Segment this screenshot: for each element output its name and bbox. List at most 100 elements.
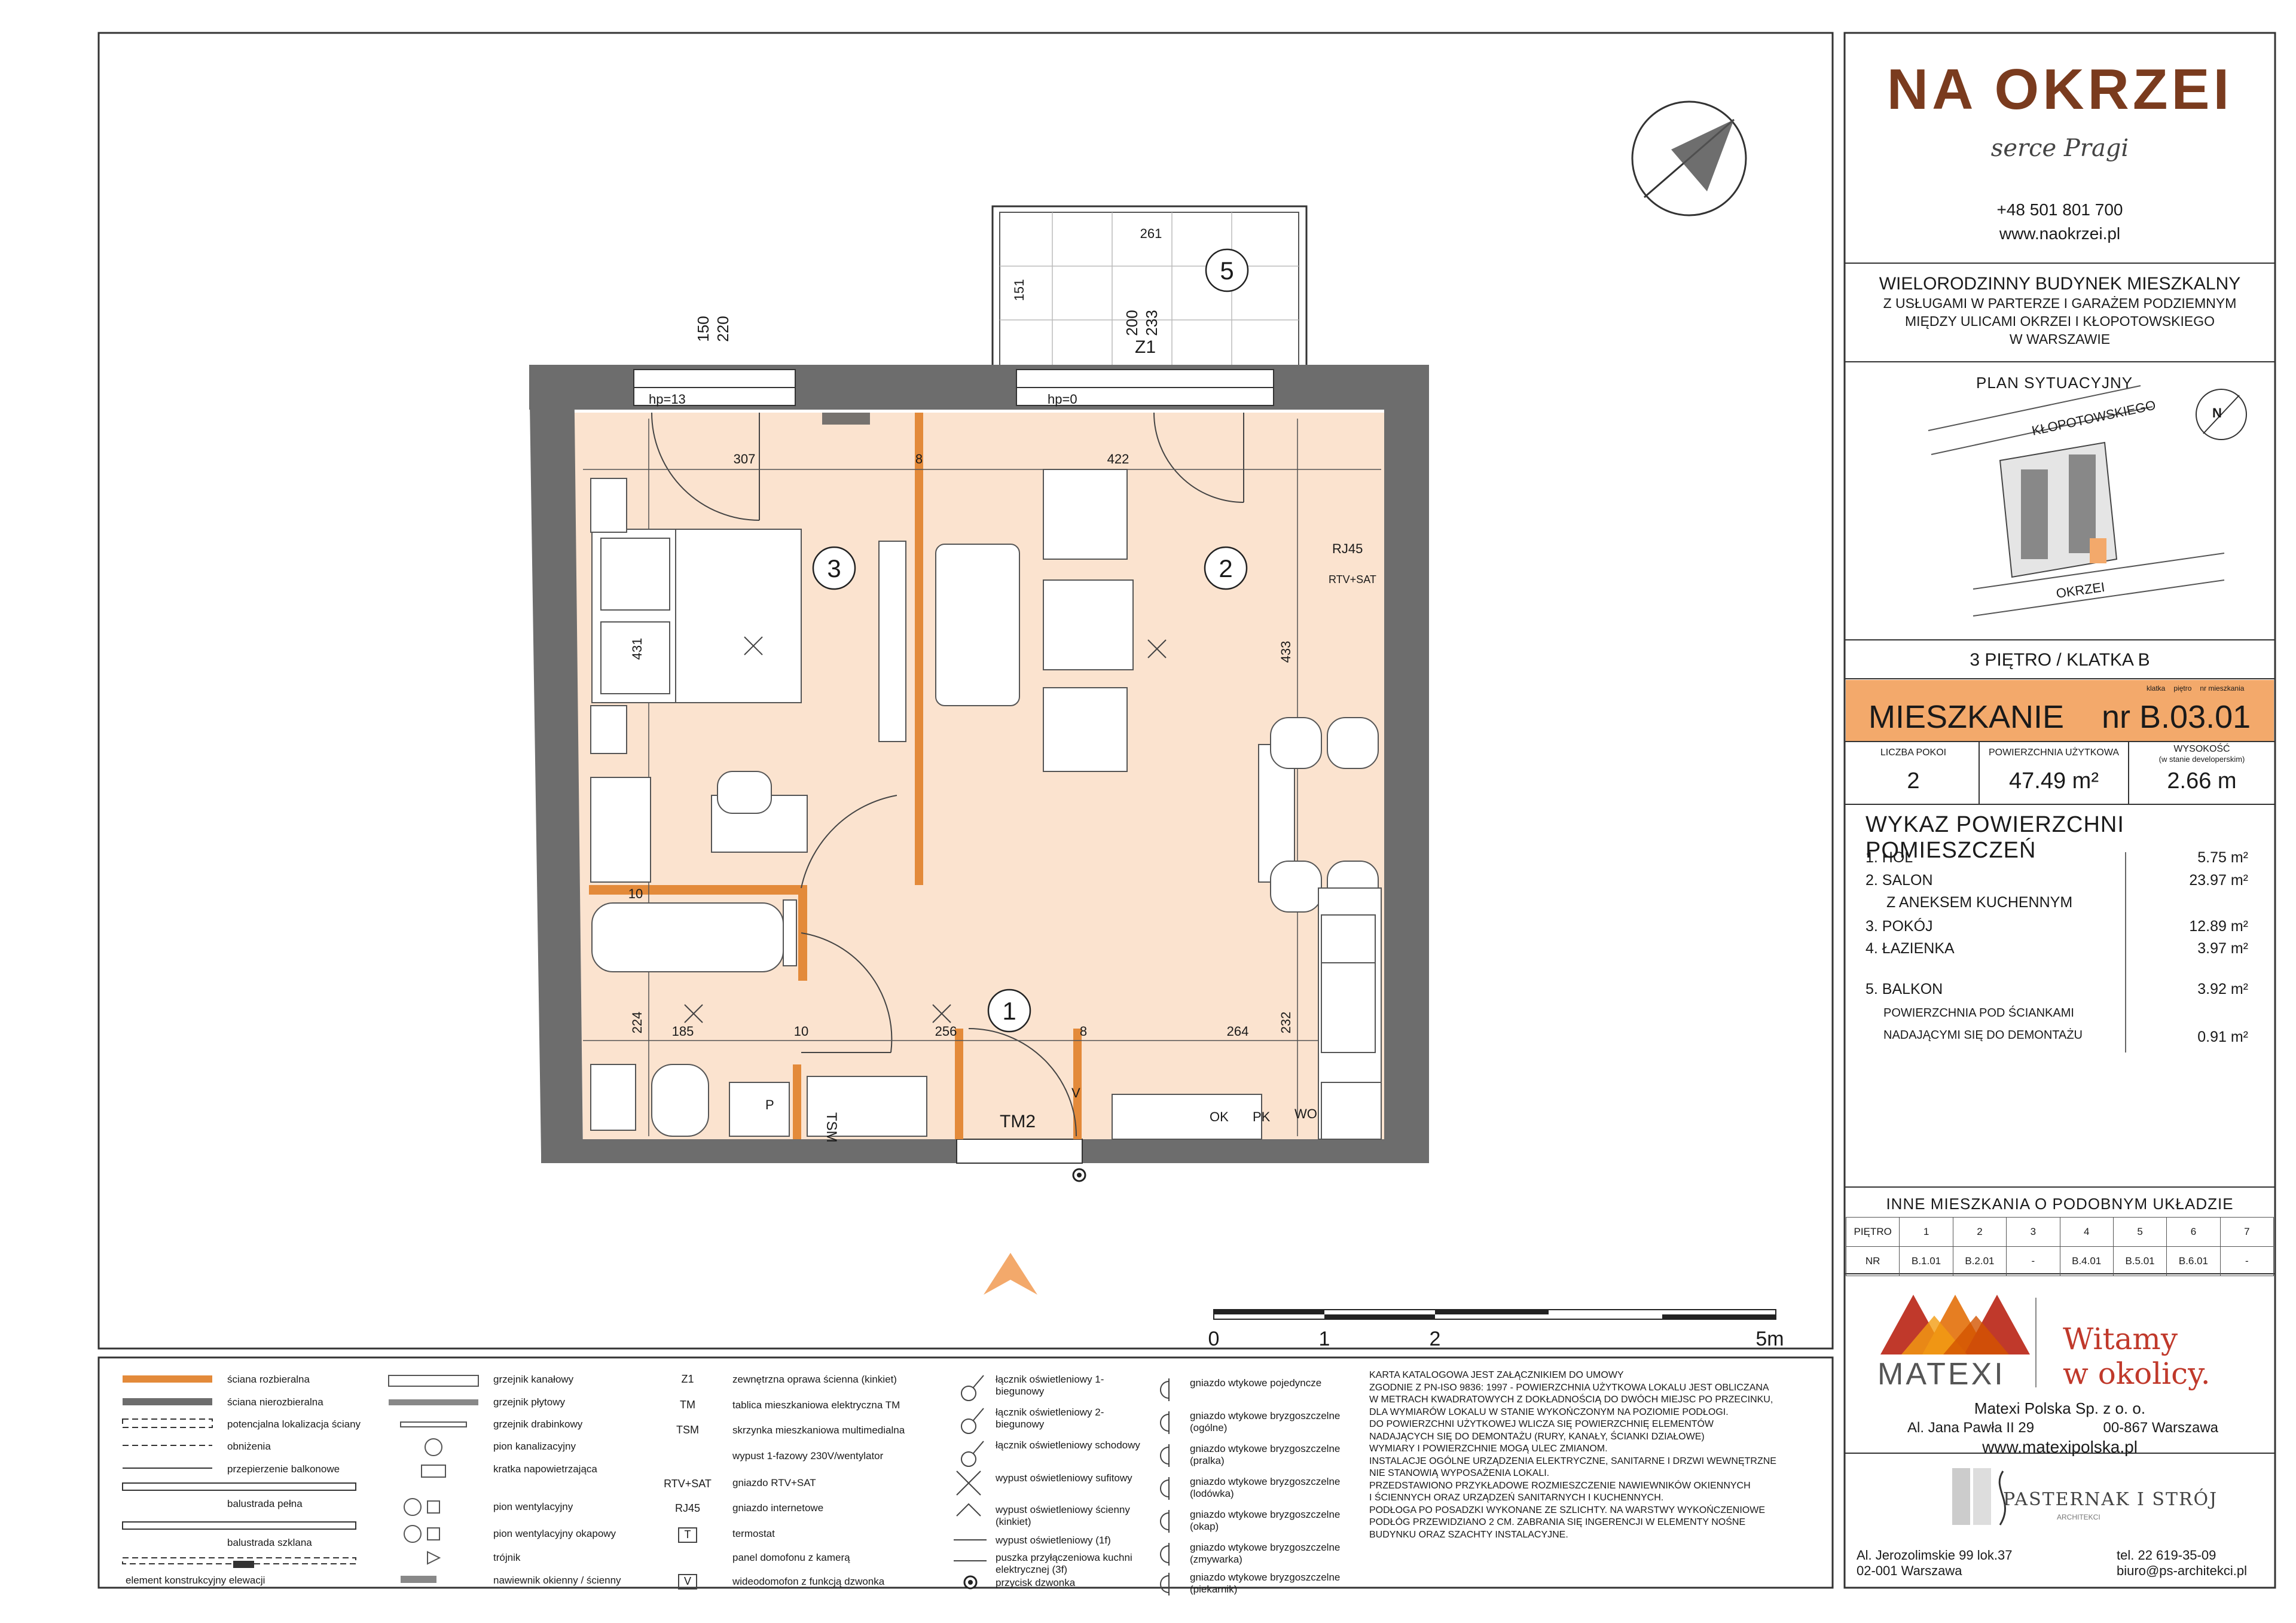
info-panel-frame xyxy=(1843,32,2276,1589)
label-v: V xyxy=(1071,1085,1080,1100)
tag-klatka: klatka xyxy=(2147,684,2166,692)
legend-thermostat: termostat xyxy=(732,1528,775,1539)
similar-nr-1[interactable]: B.1.01 xyxy=(1899,1246,1953,1276)
legend-ceiling-light: wypust oświetleniowy sufitowy xyxy=(996,1472,1132,1484)
legend-socket-washer: gniazdo wtykowe bryzgoszczelne (pralka) xyxy=(1190,1443,1341,1466)
dim-224: 224 xyxy=(630,1012,645,1034)
note-line-8: INSTALACJE OGÓLNE URZĄDZENIA ELEKTRYCZNE… xyxy=(1369,1456,1776,1466)
legend-symbol-z1: Z1 xyxy=(681,1373,694,1385)
legend-multimedia-box: skrzynka mieszkaniowa multimedialna xyxy=(732,1424,905,1436)
note-line-1: KARTA KATALOGOWA JEST ZAŁĄCZNIKIEM DO UM… xyxy=(1369,1370,1624,1380)
floor-plan: 3 2 1 5 307 422 8 185 10 256 8 264 261 1… xyxy=(529,205,1429,1295)
brand-website[interactable]: www.naokrzei.pl xyxy=(1999,224,2121,243)
apartment-label: MIESZKANIE xyxy=(1868,699,2065,735)
architect-logo-icon xyxy=(1952,1468,2007,1526)
label-p: P xyxy=(765,1097,774,1112)
legend-wall-removable: ściana rozbieralna xyxy=(227,1374,310,1385)
label-rj45: RJ45 xyxy=(1332,541,1363,556)
developer-slogan-1: Witamy xyxy=(2063,1322,2178,1356)
room-name-balkon: 5. BALKON xyxy=(1866,981,1943,997)
dim-185: 185 xyxy=(672,1024,694,1039)
similar-nr-6[interactable]: B.6.01 xyxy=(2166,1246,2221,1276)
note-line-5: DO POWIERZCHNI UŻYTKOWEJ WLICZA SIĘ POWI… xyxy=(1369,1419,1714,1429)
similar-nr-7: - xyxy=(2219,1246,2274,1276)
legend-radiator-panel: grzejnik płytowy xyxy=(493,1396,565,1408)
window-dim-150: 150 xyxy=(694,316,712,341)
note-line-11: I ŚCIENNYCH ORAZ URZĄDZEŃ SANITARNYCH I … xyxy=(1369,1493,1664,1503)
developer-website[interactable]: www.matexipolska.pl xyxy=(1982,1438,2138,1456)
label-rtvsat: RTV+SAT xyxy=(1329,573,1376,585)
room-name-salon: 2. SALON xyxy=(1866,872,1933,889)
architect-phone[interactable]: tel. 22 619-35-09 xyxy=(2117,1548,2216,1563)
partition-walls xyxy=(589,413,1082,1139)
project-line-2: Z USŁUGAMI W PARTERZE I GARAŻEM PODZIEMN… xyxy=(1883,295,2237,311)
dim-151: 151 xyxy=(1012,279,1027,301)
tag-nr: nr mieszkania xyxy=(2200,684,2245,692)
room-number-3: 3 xyxy=(827,554,841,582)
dim-8a: 8 xyxy=(915,451,923,466)
note-line-14: BUDYNKU ORAZ SZACHTY INSTALACYJNE. xyxy=(1369,1529,1568,1540)
legend-fan-outlet: wypust 1-fazowy 230V/wentylator xyxy=(732,1450,884,1462)
legend-switch-stair: łącznik oświetleniowy schodowy xyxy=(996,1439,1140,1451)
note-line-4: DLA WYMIARÓW LOKALU W STANIE WYKOŃCZONYM… xyxy=(1369,1407,1729,1417)
site-plan-title: PLAN SYTUACYJNY xyxy=(1976,374,2133,392)
label-ok: OK xyxy=(1210,1109,1229,1124)
room-row-lazienka: 4. ŁAZIENKA 3.97 m² xyxy=(1866,940,2248,957)
architect-email[interactable]: biuro@ps-architekci.pl xyxy=(2117,1563,2247,1578)
legend-sewer-riser: pion kanalizacyjny xyxy=(493,1441,576,1452)
apartment-band xyxy=(1846,680,2274,741)
similar-nr-2[interactable]: B.2.01 xyxy=(1952,1246,2007,1276)
similar-table: PIĘTRO 1 2 3 4 5 6 7 NR B.1.01 B.2.01 - … xyxy=(1845,1217,2274,1276)
similar-floor-4: 4 xyxy=(2059,1217,2114,1247)
similar-floor-5: 5 xyxy=(2112,1217,2167,1247)
developer-address: Al. Jana Pawła II 29 xyxy=(1907,1420,2035,1436)
architect-contact-block: tel. 22 619-35-09 biuro@ps-architekci.pl xyxy=(2117,1548,2247,1579)
rooms-count-label: LICZBA POKOI xyxy=(1880,748,1947,758)
legend-socket-fridge: gniazdo wtykowe bryzgoszczelne (lodówka) xyxy=(1190,1476,1341,1499)
site-plan-map xyxy=(1928,385,2247,617)
legend-wall-fixed: ściana nierozbieralna xyxy=(227,1396,323,1408)
similar-title: INNE MIESZKANIA O PODOBNYM UKŁADZIE xyxy=(1886,1195,2234,1213)
dim-433: 433 xyxy=(1278,641,1293,663)
window-dim-220: 220 xyxy=(714,316,732,341)
legend-railing-glass: balustrada szklana xyxy=(227,1537,312,1548)
brand-phone[interactable]: +48 501 801 700 xyxy=(1996,200,2123,219)
similar-floor-2: 2 xyxy=(1952,1217,2007,1247)
legend-socket-general: gniazdo wtykowe bryzgoszczelne (ogólne) xyxy=(1190,1410,1341,1433)
similar-floor-label: PIĘTRO xyxy=(1845,1217,1900,1247)
legend-symbol-rtvsat: RTV+SAT xyxy=(664,1478,712,1490)
apartment-number: nr B.03.01 xyxy=(2102,699,2251,735)
legend-videophone: wideodomofon z funkcją dzwonka xyxy=(732,1576,885,1587)
legend-lowering: obniżenia xyxy=(227,1441,271,1452)
legend-wall-potential: potencjalna lokalizacja ściany xyxy=(227,1418,361,1430)
site-street-klopotowskiego: KŁOPOTOWSKIEGO xyxy=(2031,398,2157,438)
label-tm2: TM2 xyxy=(1000,1112,1036,1131)
dim-422: 422 xyxy=(1107,451,1129,466)
label-hp0: hp=0 xyxy=(1048,392,1077,407)
dim-431: 431 xyxy=(630,638,645,660)
rooms-count: 2 xyxy=(1907,768,1920,794)
legend-kitchen-box: puszka przyłączeniowa kuchni elektryczne… xyxy=(996,1552,1132,1575)
legend-light-1f: wypust oświetleniowy (1f) xyxy=(996,1534,1111,1546)
room-area-hol: 5.75 m² xyxy=(2197,849,2248,866)
height-value: 2.66 m xyxy=(2167,768,2237,794)
legend-electric-board: tablica mieszkaniowa elektryczna TM xyxy=(732,1399,900,1411)
note-line-6: NADAJĄCYCH SIĘ DO DEMONTAŻU (RURY, KANAŁ… xyxy=(1369,1431,1705,1442)
scale-tick-1: 1 xyxy=(1319,1328,1330,1350)
dim-10b: 10 xyxy=(628,886,643,901)
room-area-lazienka: 3.97 m² xyxy=(2197,940,2248,957)
similar-nr-5[interactable]: B.5.01 xyxy=(2112,1246,2167,1276)
matexi-logo-icon xyxy=(1880,1295,2030,1354)
scale-bar xyxy=(1213,1309,1776,1320)
entrance-marker-icon xyxy=(984,1253,1037,1295)
living-furniture xyxy=(935,469,1382,1140)
legend-symbol-rj45: RJ45 xyxy=(675,1502,700,1514)
windows xyxy=(633,369,1274,1164)
room-name-lazienka: 4. ŁAZIENKA xyxy=(1866,940,1955,957)
legend-switch-2: łącznik oświetleniowy 2-biegunowy xyxy=(996,1407,1104,1430)
legend-socket-single: gniazdo wtykowe pojedyncze xyxy=(1190,1377,1322,1389)
legend-socket-oven: gniazdo wtykowe bryzgoszczelne (piekarni… xyxy=(1190,1572,1341,1595)
legend-symbol-v: V xyxy=(684,1575,691,1587)
similar-nr-4[interactable]: B.4.01 xyxy=(2059,1246,2114,1276)
dim-256: 256 xyxy=(935,1024,957,1039)
